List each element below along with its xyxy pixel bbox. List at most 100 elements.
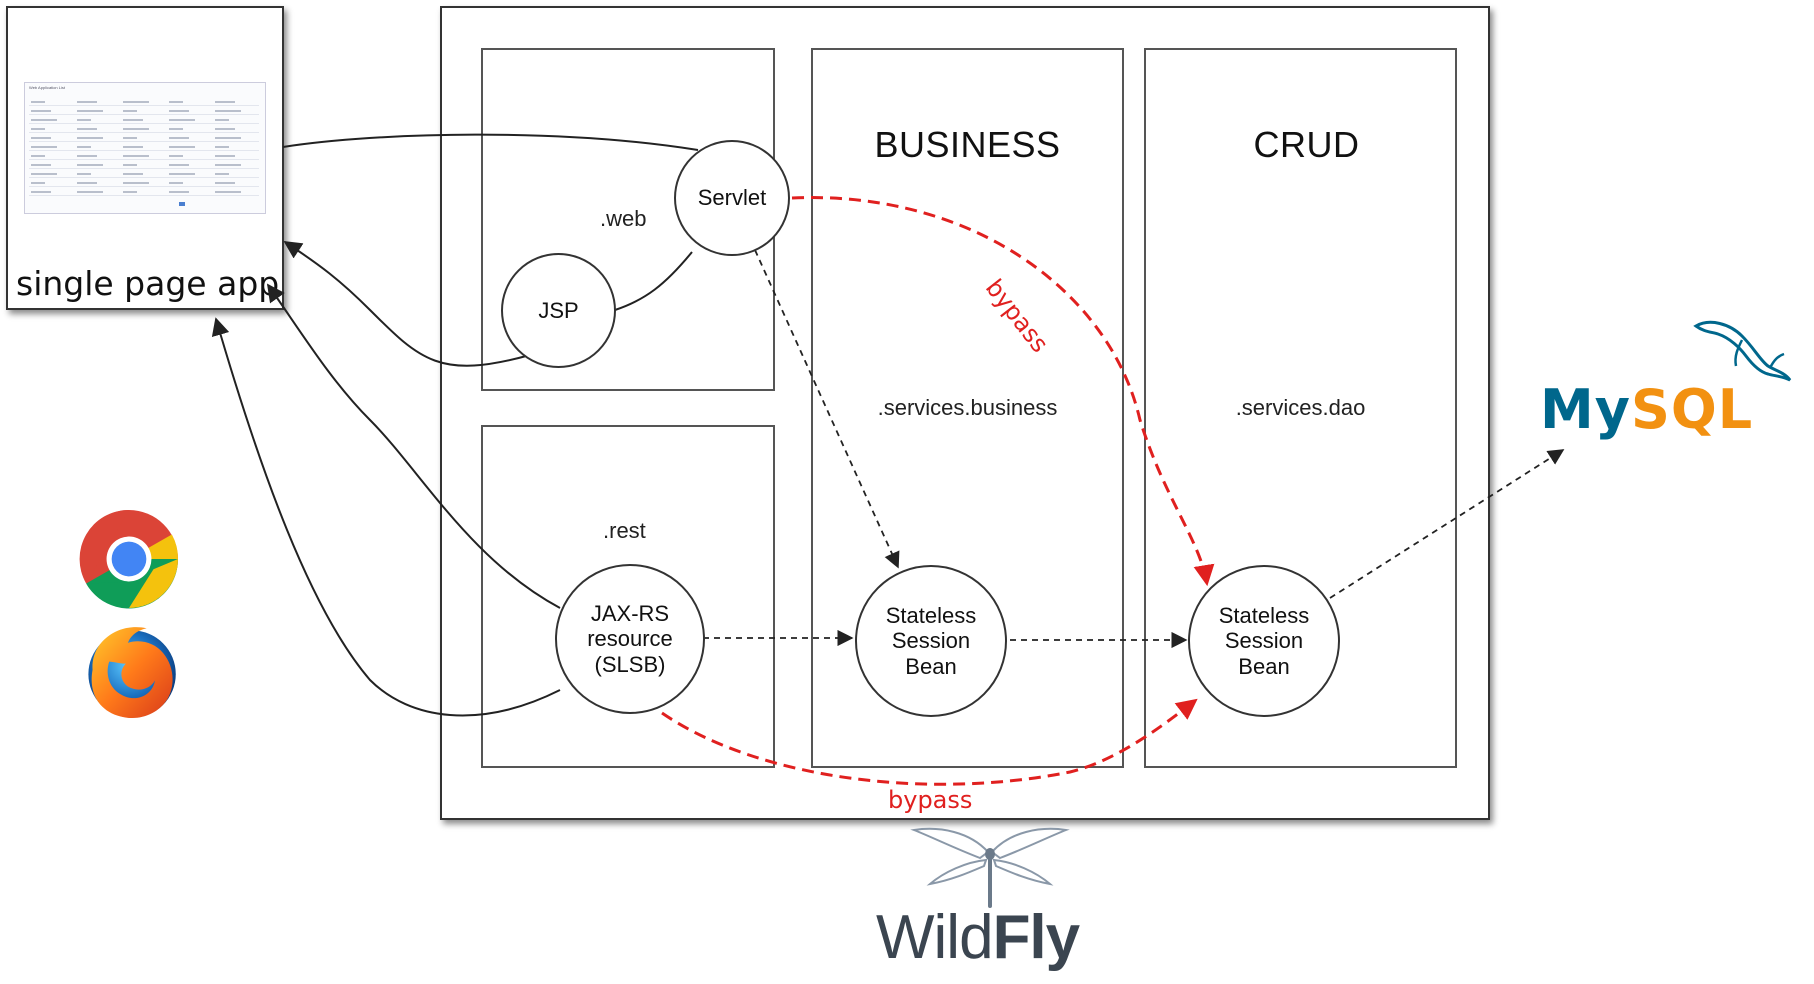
edge-servlet-jsp: [614, 251, 693, 311]
edge-servlet-bizbean: [754, 249, 900, 569]
thumbnail-cell: [123, 182, 149, 184]
lane-title-crud: CRUD: [1253, 124, 1360, 165]
thumbnail-row: [29, 195, 259, 196]
thumbnail-cell: [77, 182, 97, 184]
thumbnail-cell: [77, 155, 97, 157]
thumbnail-cell: [169, 182, 183, 184]
mysql-wordmark: MySQL: [1540, 378, 1753, 441]
package-web: .web: [600, 206, 647, 231]
thumbnail-cell: [169, 173, 195, 175]
bypass-label-bottom: bypass: [888, 786, 973, 814]
thumbnail-cell: [215, 101, 235, 103]
node-servlet-label: Servlet: [697, 185, 767, 211]
wildfly-wordmark: WildFly: [876, 902, 1080, 973]
thumbnail-row: [29, 105, 259, 106]
firefox-icon: [78, 620, 182, 724]
thumbnail-cell: [77, 110, 103, 112]
thumbnail-row: [29, 186, 259, 187]
thumbnail-cell: [123, 119, 143, 121]
thumbnail-cell: [215, 119, 229, 121]
node-servlet: Servlet: [674, 140, 790, 256]
dolphin-icon: [1693, 320, 1792, 382]
thumbnail-cell: [169, 101, 183, 103]
thumbnail-row: [29, 168, 259, 169]
thumbnail-cell: [77, 146, 91, 148]
chrome-icon: [78, 508, 180, 610]
thumbnail-title: Web Application List: [29, 85, 65, 90]
package-business: .services.business: [877, 395, 1058, 420]
edge-jsp-spa: [283, 241, 531, 367]
thumbnail-cell: [31, 128, 45, 130]
thumbnail-cell: [123, 173, 143, 175]
node-jaxrs: JAX-RS resource (SLSB): [555, 564, 705, 714]
node-jaxrs-label: JAX-RS resource (SLSB): [587, 601, 673, 677]
thumbnail-cell: [215, 146, 229, 148]
thumbnail-cell: [77, 128, 97, 130]
thumbnail-cell: [215, 155, 235, 157]
thumbnail-cell: [123, 155, 149, 157]
thumbnail-cell: [215, 191, 241, 193]
thumbnail-cell: [123, 164, 137, 166]
thumbnail-cell: [31, 110, 51, 112]
thumbnail-cell: [169, 137, 189, 139]
thumbnail-cell: [77, 137, 103, 139]
thumbnail-row: [29, 123, 259, 124]
thumbnail-row: [29, 141, 259, 142]
node-jsp: JSP: [501, 253, 616, 368]
thumbnail-cell: [123, 137, 137, 139]
spa-thumbnail: Web Application List: [24, 82, 266, 214]
thumbnail-cell: [31, 164, 51, 166]
thumbnail-cell: [77, 101, 97, 103]
thumbnail-cell: [123, 101, 149, 103]
mysql-part-my: My: [1540, 378, 1631, 441]
thumbnail-cell: [169, 128, 183, 130]
thumbnail-cell: [215, 128, 235, 130]
edge-jaxrs-spa-2: [211, 317, 561, 717]
spa-window: Web Application List single page app: [6, 6, 284, 310]
thumbnail-cell: [169, 110, 189, 112]
thumbnail-row: [29, 177, 259, 178]
node-jsp-label: JSP: [538, 297, 579, 323]
thumbnail-cell: [215, 164, 241, 166]
dragonfly-icon: [910, 827, 1070, 908]
thumbnail-pager: [179, 202, 185, 206]
mysql-logo: MySQL: [1540, 316, 1800, 448]
thumbnail-cell: [169, 191, 189, 193]
thumbnail-cell: [123, 128, 149, 130]
thumbnail-cell: [169, 155, 183, 157]
thumbnail-cell: [169, 146, 195, 148]
thumbnail-cell: [123, 110, 137, 112]
thumbnail-cell: [215, 173, 229, 175]
thumbnail-cell: [31, 182, 45, 184]
thumbnail-cell: [169, 119, 195, 121]
node-crud-bean-label: Stateless Session Bean: [1218, 603, 1310, 679]
thumbnail-row: [29, 114, 259, 115]
wildfly-part-wild: Wild: [876, 903, 994, 972]
thumbnail-cell: [77, 119, 91, 121]
edge-bypass-bottom: [661, 698, 1198, 786]
node-business-bean: Stateless Session Bean: [855, 565, 1007, 717]
wildfly-logo: WildFly: [860, 822, 1080, 982]
edge-jaxrs-spa-1: [266, 283, 561, 609]
node-business-bean-label: Stateless Session Bean: [885, 603, 977, 679]
thumbnail-cell: [215, 137, 241, 139]
thumbnail-cell: [31, 191, 51, 193]
thumbnail-cell: [169, 164, 189, 166]
edge-crudbean-mysql: [1329, 449, 1565, 599]
thumbnail-cell: [123, 146, 143, 148]
thumbnail-cell: [77, 173, 91, 175]
thumbnail-cell: [215, 110, 241, 112]
thumbnail-cell: [31, 137, 51, 139]
thumbnail-cell: [31, 101, 45, 103]
thumbnail-cell: [31, 119, 57, 121]
spa-label: single page app: [16, 264, 280, 303]
thumbnail-row: [29, 132, 259, 133]
package-rest: .rest: [603, 518, 646, 543]
thumbnail-cell: [31, 173, 57, 175]
thumbnail-cell: [31, 155, 45, 157]
thumbnail-row: [29, 150, 259, 151]
thumbnail-table: [29, 99, 259, 206]
thumbnail-row: [29, 159, 259, 160]
